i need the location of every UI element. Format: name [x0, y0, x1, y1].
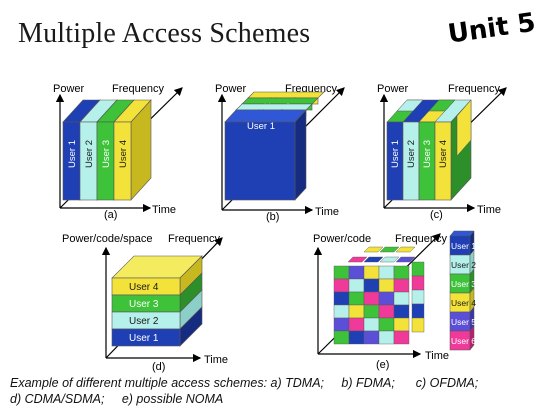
panel-d-cdma-sdma: Power/code/space Frequency Time (d) User… — [62, 233, 228, 373]
user-label: User 4 — [118, 140, 129, 168]
user-label: User 2 — [406, 140, 417, 168]
time-label: Time — [477, 204, 501, 216]
power-code-space-label: Power/code/space — [62, 233, 153, 245]
user-slot — [224, 121, 296, 201]
user-label: User 3 — [129, 299, 159, 310]
panel-label: (e) — [376, 359, 389, 371]
caption-text: b) FDMA; — [341, 376, 395, 390]
figure-caption: Example of different multiple access sch… — [10, 375, 555, 407]
caption-text: Example of different multiple access sch… — [10, 376, 325, 390]
page-title: Multiple Access Schemes — [18, 18, 311, 49]
user-label: User 1 — [390, 140, 401, 168]
user-slot — [113, 121, 132, 201]
user-label: User 2 — [84, 140, 95, 168]
legend-user-label: User 6 — [451, 336, 476, 346]
panel-label: (d) — [152, 361, 165, 373]
legend-user-label: User 3 — [451, 279, 476, 289]
user-label: User 1 — [129, 333, 159, 344]
user-slot — [434, 121, 452, 201]
panel-e-noma: Power/code Frequency Time (e) — [313, 230, 476, 371]
user-label: User 1 — [247, 121, 275, 132]
user-label: User 4 — [438, 140, 449, 168]
power-label: Power — [215, 83, 247, 95]
time-label: Time — [204, 354, 228, 366]
caption-text: c) OFDMA; — [415, 376, 479, 390]
panel-c-ofdma: Power Frequency Time (c) User 1 User 2 U… — [377, 83, 507, 221]
frequency-label: Frequency — [112, 83, 164, 95]
frequency-label: Frequency — [448, 83, 500, 95]
power-label: Power — [377, 83, 409, 95]
power-code-label: Power/code — [313, 233, 371, 245]
panel-label: (a) — [104, 209, 117, 221]
legend-user-label: User 1 — [451, 241, 476, 251]
time-label: Time — [315, 206, 339, 218]
frequency-label: Frequency — [168, 233, 220, 245]
user-label: User 2 — [129, 316, 159, 327]
power-label: Power — [53, 83, 85, 95]
frequency-label: Frequency — [395, 233, 447, 245]
noma-user-legend: User 1 User 2 User 3 User 4 User 5 User … — [449, 230, 476, 351]
user-label: User 3 — [101, 140, 112, 168]
panel-b-fdma: Power Frequency Time (b) User 4 User 3 U… — [215, 83, 345, 223]
user-label: User 1 — [67, 140, 78, 168]
caption-text: d) CDMA/SDMA; — [10, 392, 105, 406]
panel-a-tdma: Power Frequency Time (a) User 1 User 2 U… — [53, 83, 183, 221]
user-label: User 4 — [129, 282, 159, 293]
noma-cube-grid — [333, 265, 410, 345]
time-label: Time — [152, 204, 176, 216]
legend-user-label: User 4 — [451, 298, 476, 308]
caption-text: e) possible NOMA — [121, 392, 224, 406]
legend-user-label: User 2 — [451, 260, 476, 270]
user-layer — [111, 328, 181, 347]
panel-label: (b) — [266, 211, 279, 223]
user-label: User 3 — [422, 140, 433, 168]
panel-label: (c) — [430, 209, 443, 221]
legend-user-label: User 5 — [451, 317, 476, 327]
time-label: Time — [425, 350, 449, 362]
